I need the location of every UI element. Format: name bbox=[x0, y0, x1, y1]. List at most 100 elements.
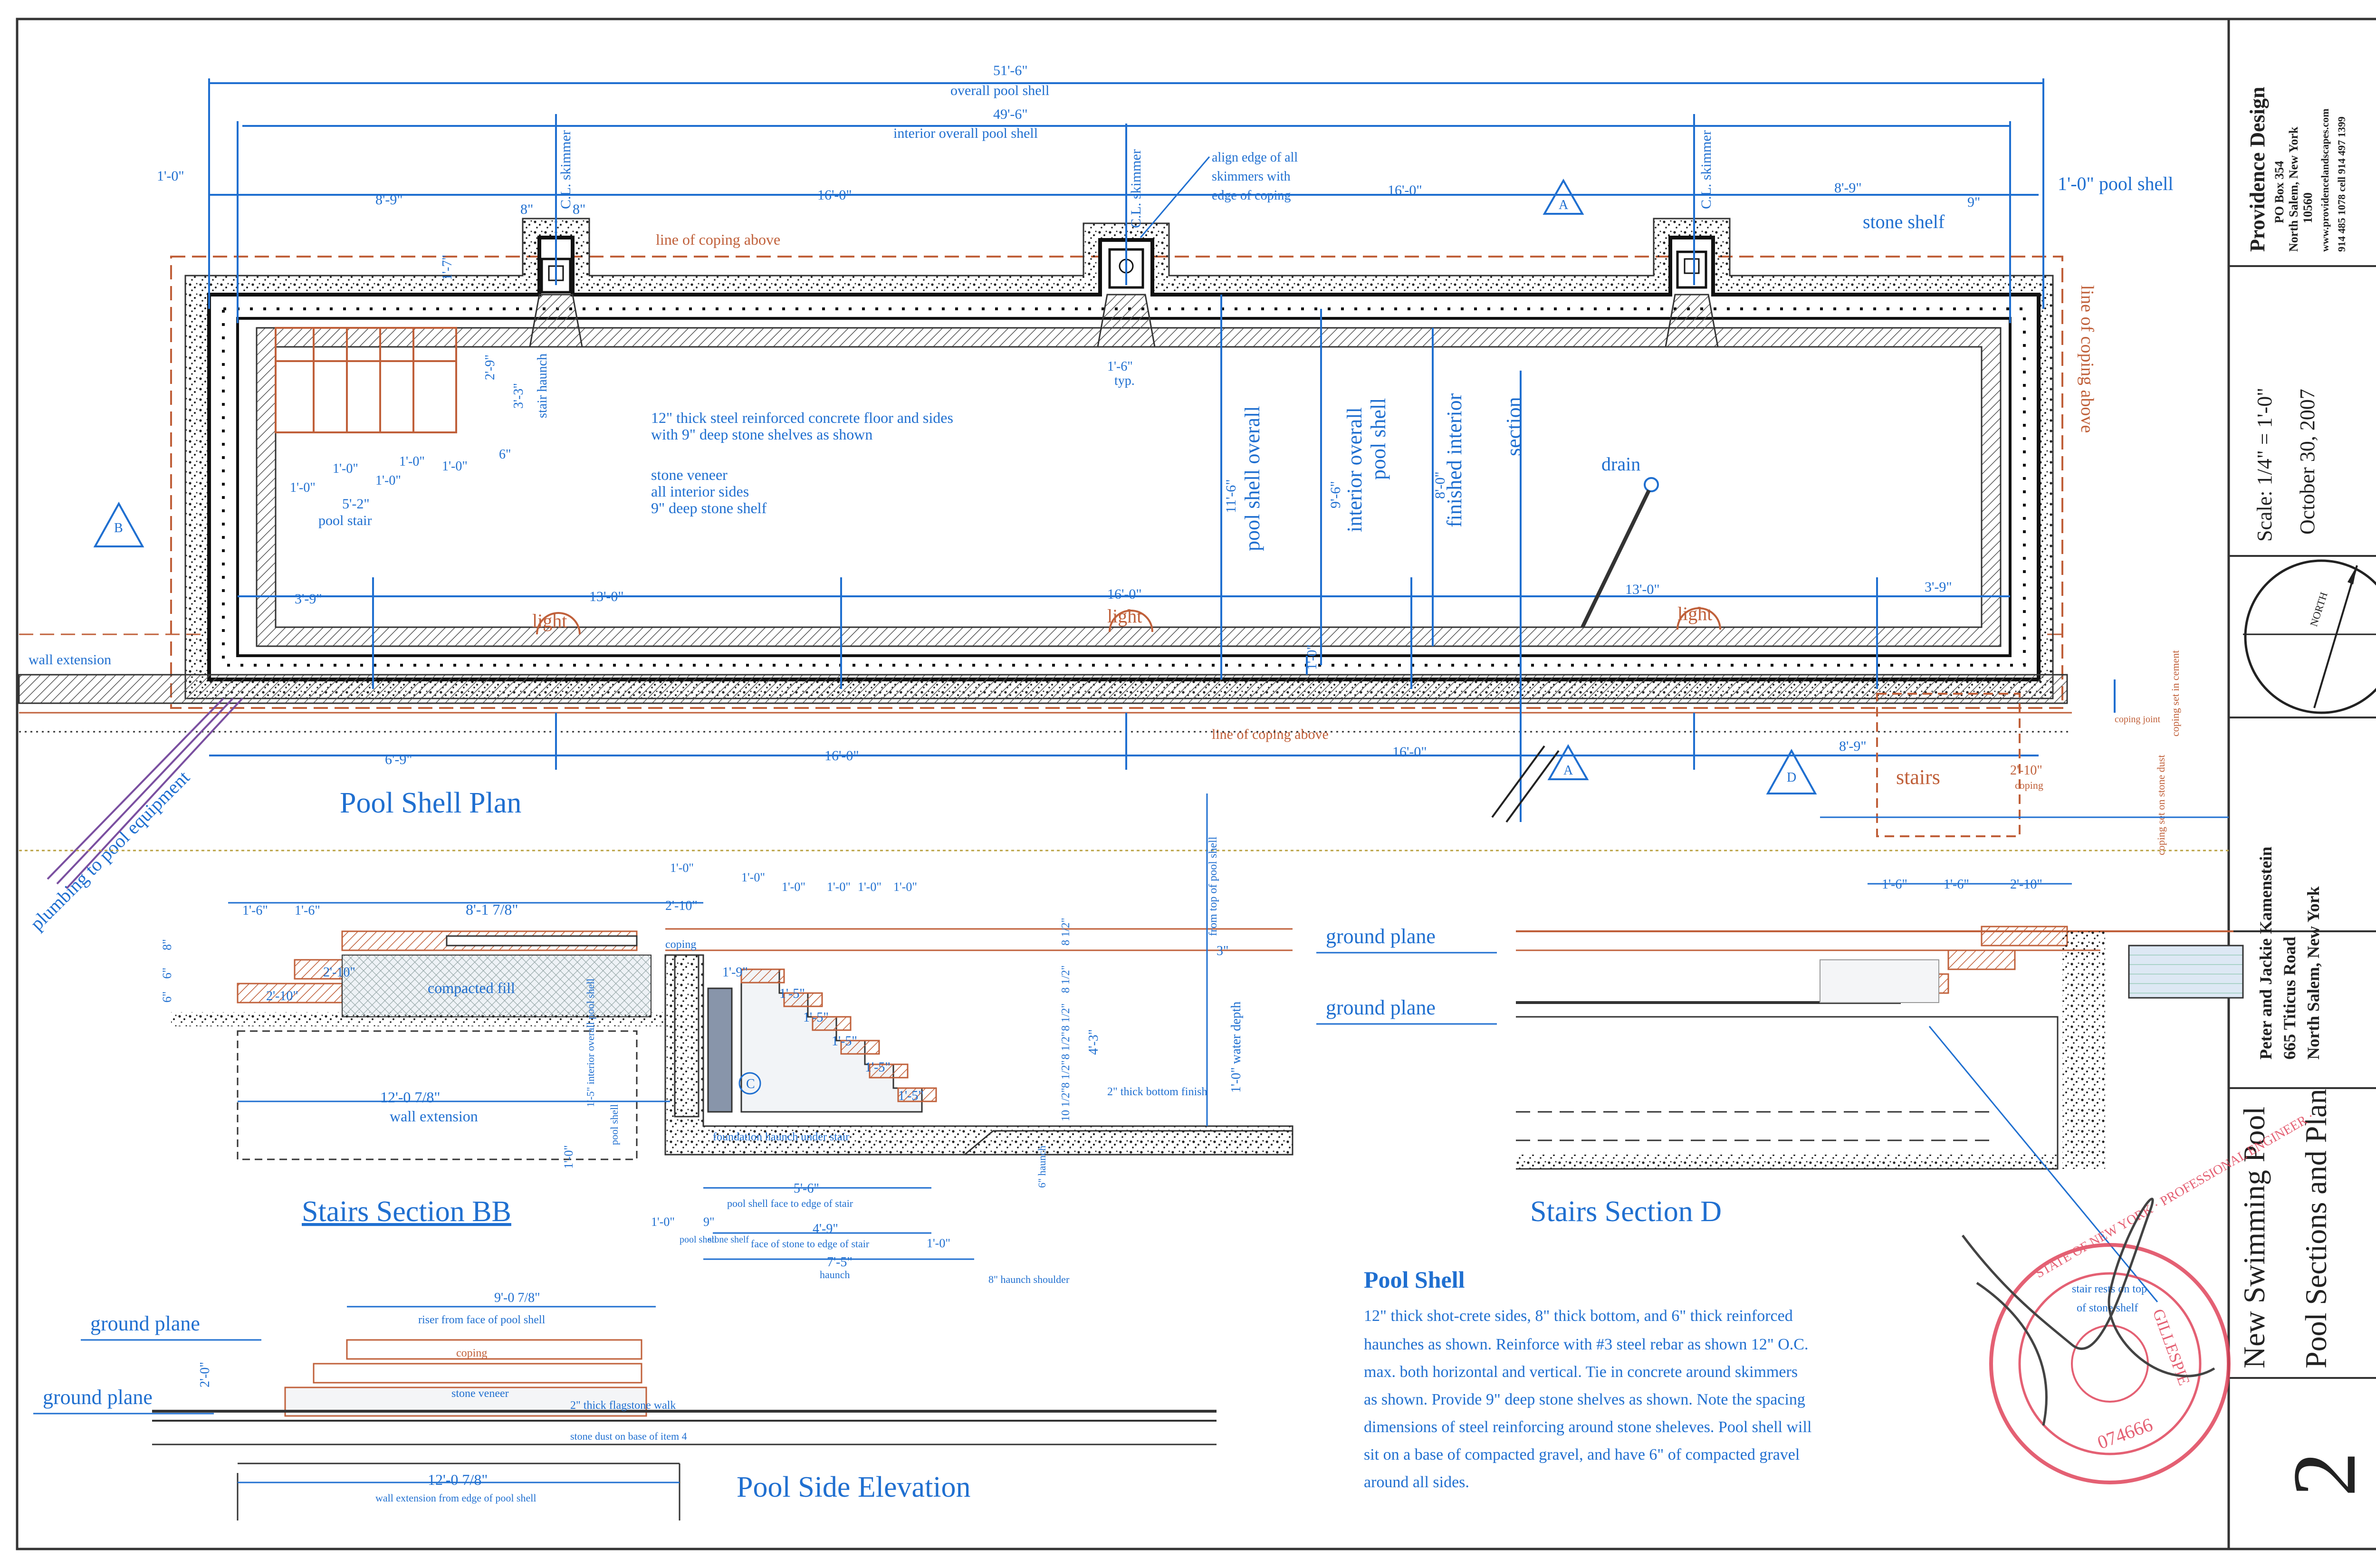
wall-extension-label: wall extension bbox=[29, 652, 111, 668]
bb-left-dim-1: 8" bbox=[160, 939, 174, 950]
bb-step-dim-3: 1'-0" bbox=[782, 880, 805, 894]
wall-extension bbox=[18, 674, 2068, 704]
light-2 bbox=[1109, 610, 1153, 632]
firm-web: www.providencelandscapes.com bbox=[2319, 109, 2331, 252]
light-2-label: light bbox=[1107, 605, 1142, 627]
section-marker-a-top: A bbox=[1542, 178, 1584, 215]
stair-step-dim-1: 1'-0" bbox=[333, 461, 358, 476]
stair-dim-6: 6" bbox=[499, 447, 511, 462]
light-3 bbox=[1677, 607, 1721, 630]
drain-label: drain bbox=[1601, 453, 1640, 475]
stair-step-dim-4: 1'-0" bbox=[290, 480, 316, 495]
elev-ground-a: ground plane bbox=[90, 1312, 200, 1335]
stairs-label: stairs bbox=[1896, 765, 1940, 789]
notes-line-2: haunches as shown. Reinforce with #3 ste… bbox=[1364, 1336, 1808, 1353]
coping-note-b: coping set in cement bbox=[2169, 650, 2181, 736]
pool-stair-plan bbox=[275, 327, 457, 433]
note-veneer-3: 9" deep stone shelf bbox=[651, 499, 767, 516]
bb-compacted-fill: compacted fill bbox=[428, 979, 515, 996]
elev-wall-dim: 12'-0 7/8" bbox=[428, 1471, 488, 1488]
bb-lbl-49: face of stone to edge of stair bbox=[751, 1238, 870, 1250]
label-section: section bbox=[1502, 397, 1525, 456]
overall-label: overall pool shell bbox=[950, 83, 1049, 98]
drawing-date: October 30, 2007 bbox=[2296, 389, 2319, 535]
note-main-1: 12" thick steel reinforced concrete floo… bbox=[651, 409, 953, 426]
bb-right-dim-2: 8 1/2" bbox=[1060, 966, 1072, 993]
stair-step-dim-3: 1'-0" bbox=[442, 459, 468, 474]
bb-riser-2: 1'-5" bbox=[779, 986, 805, 1001]
coping-dim-label: coping bbox=[2015, 779, 2043, 791]
bb-c-marker: C bbox=[746, 1077, 755, 1091]
skimmer-2-label: C.L. skimmer bbox=[1128, 149, 1144, 228]
drawing-title: Pool Sections and Plan bbox=[2299, 1089, 2333, 1368]
firm-address-3: 10560 bbox=[2301, 192, 2315, 223]
notes-line-3: max. both horizontal and vertical. Tie i… bbox=[1364, 1363, 1798, 1381]
align-note-2: skimmers with bbox=[1212, 169, 1291, 184]
align-note-1: align edge of all bbox=[1212, 150, 1298, 165]
return-dim-1: 3'-9" bbox=[295, 591, 322, 607]
client-address: 665 Titicus Road bbox=[2280, 937, 2299, 1060]
coping-dim: 2'-10" bbox=[2010, 763, 2042, 778]
bb-top-dim-1: 1'-6" bbox=[242, 903, 268, 918]
bb-top-dim-3: 8'-1 7/8" bbox=[466, 901, 518, 918]
notes-line-6: sit on a base of compacted gravel, and h… bbox=[1364, 1446, 1800, 1463]
bb-bottom-finish: 2" thick bottom finish bbox=[1107, 1086, 1207, 1098]
note-veneer-2: all interior sides bbox=[651, 483, 749, 500]
section-marker-b: B bbox=[93, 501, 144, 547]
drawing-scale: Scale: 1/4" = 1'-0" bbox=[2253, 388, 2276, 542]
bb-right-dim-1: 8 1/2" bbox=[1060, 918, 1072, 946]
bb-haunch-shoulder: 8" haunch shoulder bbox=[988, 1273, 1070, 1285]
notes-line-7: around all sides. bbox=[1364, 1473, 1469, 1491]
title-block: Providence Design PO Box 354 North Salem… bbox=[2229, 87, 2376, 1497]
bb-right-dim-6: 10 1/2" bbox=[1060, 1088, 1072, 1121]
align-note-3: edge of coping bbox=[1212, 188, 1291, 203]
bb-nine: 9" bbox=[703, 1215, 715, 1229]
bb-four-three: 4'-3" bbox=[1086, 1029, 1101, 1055]
top-dim-2: 8'-9" bbox=[375, 192, 403, 208]
skimmer-1-label: C.L. skimmer bbox=[558, 130, 574, 209]
sheet-number: 2 bbox=[2275, 1452, 2375, 1497]
pool-shell-notes: Pool Shell 12" thick shot-crete sides, 8… bbox=[1364, 1266, 1811, 1491]
notes-line-4: as shown. Provide 9" deep stone shelves … bbox=[1364, 1391, 1805, 1408]
bb-top-dim-4: 2'-10" bbox=[665, 899, 698, 913]
bottom-dim-1: 6'-9" bbox=[385, 752, 412, 767]
d-stair-rests-2: of stone shelf bbox=[2077, 1302, 2138, 1314]
pool-stair-dim: 5'-2" bbox=[342, 496, 370, 512]
light-3-label: light bbox=[1677, 603, 1712, 624]
firm-address-1: PO Box 354 bbox=[2272, 161, 2286, 223]
bb-step-dim-1: 1'-0" bbox=[670, 861, 694, 875]
bb-pool-shell: pool shell bbox=[608, 1104, 620, 1145]
elev-coping: coping bbox=[456, 1347, 487, 1359]
coping-above-bottom: line of coping above bbox=[1212, 727, 1329, 742]
plan-title: Pool Shell Plan bbox=[340, 787, 521, 819]
coping-above-top: line of coping above bbox=[656, 231, 780, 248]
coping-joint: coping joint bbox=[2115, 714, 2161, 725]
elev-stone-dust: stone dust on base of item 4 bbox=[570, 1430, 687, 1442]
elev-riser: riser from face of pool shell bbox=[418, 1314, 546, 1326]
bb-lbl-pool: pool shell bbox=[680, 1234, 717, 1245]
bottom-dim-2: 16'-0" bbox=[824, 748, 859, 764]
bb-right-dim-5: 8 1/2" bbox=[1060, 1061, 1072, 1088]
bb-title: Stairs Section BB bbox=[302, 1195, 511, 1228]
bb-one-ft-b: 1'-0" bbox=[651, 1215, 675, 1229]
eight-inch-right: 8" bbox=[573, 201, 585, 217]
dim-9-6: 9'-6" bbox=[1328, 481, 1343, 508]
bb-lbl-75: haunch bbox=[820, 1269, 850, 1281]
bb-interior-overall: 1'-5" interior overall pool shell bbox=[584, 978, 596, 1107]
label-interior-overall-1: interior overall bbox=[1343, 407, 1366, 532]
drain bbox=[1581, 477, 1659, 628]
north-label: NORTH bbox=[2308, 591, 2330, 628]
elev-title: Pool Side Elevation bbox=[737, 1471, 971, 1503]
svg-text:A: A bbox=[1563, 763, 1573, 778]
elev-stone-veneer: stone veneer bbox=[451, 1387, 509, 1400]
light-1 bbox=[536, 612, 581, 635]
bb-dim-49: 4'-9" bbox=[813, 1222, 838, 1236]
interior-label: interior overall pool shell bbox=[893, 125, 1038, 141]
d-title: Stairs Section D bbox=[1530, 1195, 1722, 1228]
compacted-fill bbox=[342, 955, 651, 1017]
stone-shelf-column bbox=[707, 987, 733, 1113]
stone-shelf-label: stone shelf bbox=[1863, 211, 1945, 232]
bb-dim-75: 7'-5" bbox=[827, 1255, 853, 1270]
bb-left-dim-2: 6" bbox=[160, 967, 174, 979]
